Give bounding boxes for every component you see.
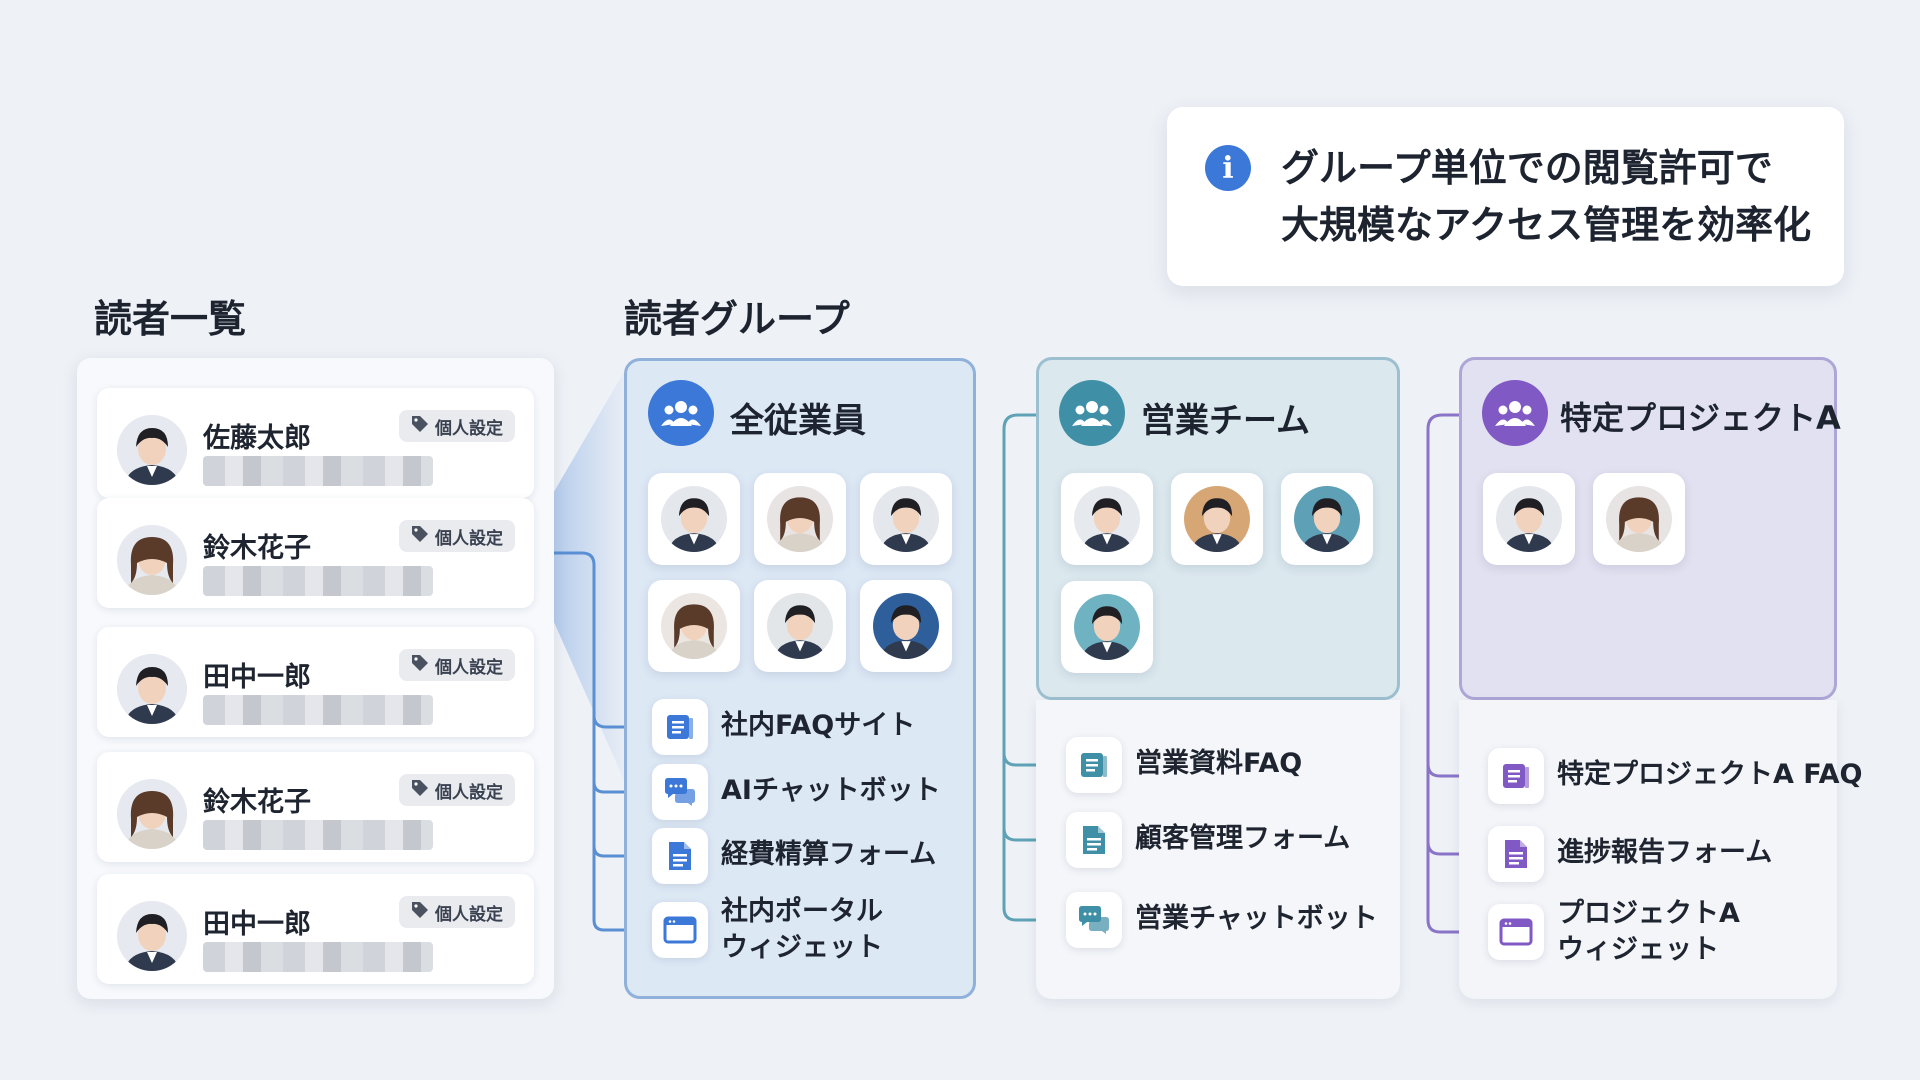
reader-name: 鈴木花子 bbox=[203, 780, 311, 819]
member-avatar[interactable] bbox=[1281, 473, 1373, 565]
member-avatar[interactable] bbox=[1061, 581, 1153, 673]
reader-name: 鈴木花子 bbox=[203, 526, 311, 565]
group-people-icon bbox=[1059, 380, 1125, 446]
reader-groups-title: 読者グループ bbox=[624, 288, 850, 343]
reader-card[interactable]: 鈴木花子 個人設定 bbox=[97, 498, 534, 608]
avatar bbox=[661, 486, 727, 552]
member-avatar[interactable] bbox=[754, 473, 846, 565]
chat-bubbles-icon[interactable] bbox=[652, 764, 708, 820]
info-line-2: 大規模なアクセス管理を効率化 bbox=[1281, 197, 1811, 254]
member-avatar[interactable] bbox=[860, 473, 952, 565]
group-people-icon bbox=[648, 380, 714, 446]
reader-list-title: 読者一覧 bbox=[94, 288, 246, 343]
personal-setting-badge[interactable]: 個人設定 bbox=[399, 896, 515, 928]
tag-icon bbox=[411, 654, 429, 677]
reader-card[interactable]: 田中一郎 個人設定 bbox=[97, 627, 534, 737]
personal-setting-label: 個人設定 bbox=[435, 900, 503, 925]
resource-label[interactable]: 経費精算フォーム bbox=[721, 837, 936, 873]
chat-bubbles-icon[interactable] bbox=[1066, 892, 1122, 948]
reader-card[interactable]: 鈴木花子 個人設定 bbox=[97, 752, 534, 862]
personal-setting-badge[interactable]: 個人設定 bbox=[399, 410, 515, 442]
resource-label[interactable]: 顧客管理フォーム bbox=[1135, 821, 1350, 857]
document-icon[interactable] bbox=[1488, 826, 1544, 882]
tag-icon bbox=[411, 779, 429, 802]
avatar bbox=[117, 779, 187, 849]
group-name-sales-team: 営業チーム bbox=[1141, 393, 1310, 442]
personal-setting-label: 個人設定 bbox=[435, 653, 503, 678]
personal-setting-label: 個人設定 bbox=[435, 778, 503, 803]
redacted-email bbox=[203, 820, 433, 850]
resource-label[interactable]: 営業チャットボット bbox=[1135, 901, 1378, 937]
resource-label[interactable]: 進捗報告フォーム bbox=[1557, 835, 1772, 871]
resource-label[interactable]: 特定プロジェクトA FAQ bbox=[1557, 757, 1863, 793]
avatar bbox=[767, 486, 833, 552]
avatar bbox=[1294, 486, 1360, 552]
member-avatar[interactable] bbox=[648, 473, 740, 565]
info-text: グループ単位での閲覧許可で 大規模なアクセス管理を効率化 bbox=[1281, 140, 1811, 254]
avatar bbox=[1074, 594, 1140, 660]
avatar bbox=[1496, 486, 1562, 552]
group-people-icon bbox=[1482, 380, 1548, 446]
avatar bbox=[117, 901, 187, 971]
avatar bbox=[873, 593, 939, 659]
info-icon: i bbox=[1205, 145, 1251, 191]
tag-icon bbox=[411, 415, 429, 438]
personal-setting-badge[interactable]: 個人設定 bbox=[399, 649, 515, 681]
member-avatar[interactable] bbox=[860, 580, 952, 672]
resource-label-line-2: ウィジェット bbox=[721, 930, 883, 966]
avatar bbox=[1074, 486, 1140, 552]
avatar bbox=[117, 654, 187, 724]
redacted-email bbox=[203, 456, 433, 486]
reader-card[interactable]: 田中一郎 個人設定 bbox=[97, 874, 534, 984]
avatar bbox=[873, 486, 939, 552]
member-avatar[interactable] bbox=[1483, 473, 1575, 565]
reader-name: 佐藤太郎 bbox=[203, 416, 311, 455]
window-icon[interactable] bbox=[652, 902, 708, 958]
personal-setting-label: 個人設定 bbox=[435, 414, 503, 439]
tag-icon bbox=[411, 901, 429, 924]
avatar bbox=[767, 593, 833, 659]
avatar bbox=[117, 415, 187, 485]
tag-icon bbox=[411, 525, 429, 548]
avatar bbox=[117, 525, 187, 595]
group-name-all-employees: 全従業員 bbox=[730, 393, 866, 442]
book-icon[interactable] bbox=[1488, 748, 1544, 804]
document-icon[interactable] bbox=[652, 828, 708, 884]
avatar bbox=[1606, 486, 1672, 552]
resource-label[interactable]: 社内FAQサイト bbox=[721, 708, 915, 744]
personal-setting-badge[interactable]: 個人設定 bbox=[399, 774, 515, 806]
personal-setting-badge[interactable]: 個人設定 bbox=[399, 520, 515, 552]
avatar bbox=[1184, 486, 1250, 552]
reader-name: 田中一郎 bbox=[203, 902, 311, 941]
reader-name: 田中一郎 bbox=[203, 655, 311, 694]
redacted-email bbox=[203, 566, 433, 596]
book-icon[interactable] bbox=[652, 699, 708, 755]
document-icon[interactable] bbox=[1066, 812, 1122, 868]
member-avatar[interactable] bbox=[1061, 473, 1153, 565]
resource-label[interactable]: AIチャットボット bbox=[721, 773, 941, 809]
avatar bbox=[661, 593, 727, 659]
book-icon[interactable] bbox=[1066, 737, 1122, 793]
resource-label[interactable]: 営業資料FAQ bbox=[1135, 746, 1302, 782]
reader-card[interactable]: 佐藤太郎 個人設定 bbox=[97, 388, 534, 498]
member-avatar[interactable] bbox=[754, 580, 846, 672]
info-line-1: グループ単位での閲覧許可で bbox=[1281, 140, 1811, 197]
redacted-email bbox=[203, 695, 433, 725]
personal-setting-label: 個人設定 bbox=[435, 524, 503, 549]
resource-label-line-1: プロジェクトA bbox=[1557, 896, 1740, 932]
redacted-email bbox=[203, 942, 433, 972]
resource-label-line-1: 社内ポータル bbox=[721, 894, 883, 930]
resource-label-line-2: ウィジェット bbox=[1557, 932, 1740, 968]
group-name-project-a: 特定プロジェクトA bbox=[1560, 393, 1841, 439]
member-avatar[interactable] bbox=[1593, 473, 1685, 565]
window-icon[interactable] bbox=[1488, 904, 1544, 960]
info-callout: i グループ単位での閲覧許可で 大規模なアクセス管理を効率化 bbox=[1167, 107, 1844, 286]
resource-label[interactable]: 社内ポータルウィジェット bbox=[721, 894, 883, 966]
member-avatar[interactable] bbox=[648, 580, 740, 672]
member-avatar[interactable] bbox=[1171, 473, 1263, 565]
